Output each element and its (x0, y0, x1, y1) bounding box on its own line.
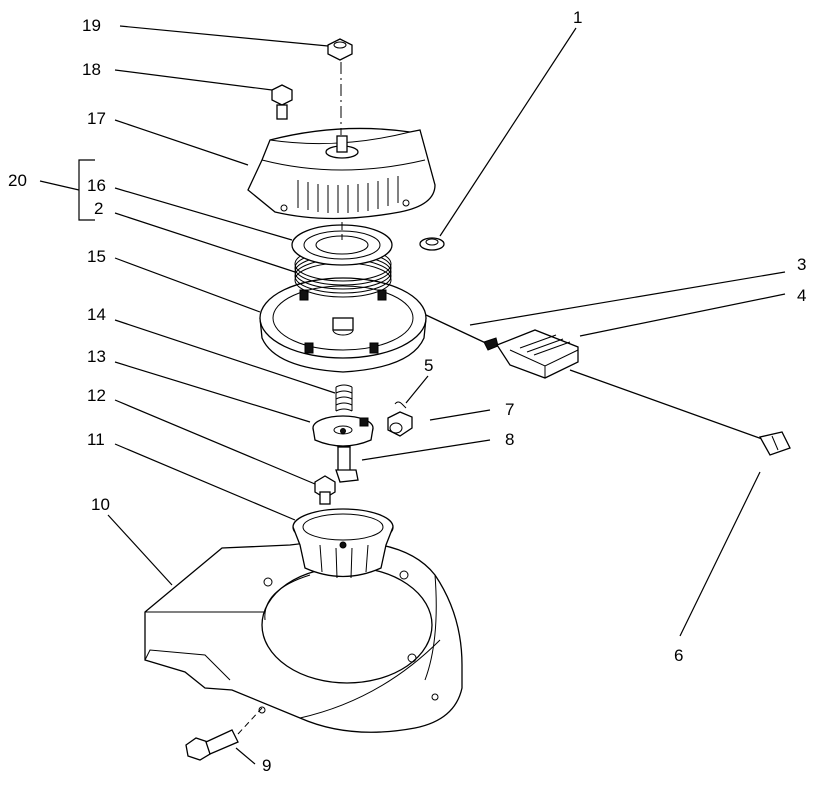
part-reel-15 (259, 277, 427, 373)
leader-4 (579, 293, 786, 337)
leader-6 (679, 471, 761, 637)
leader-17 (114, 119, 249, 166)
leader-9 (235, 747, 256, 765)
callout-9: 9 (262, 756, 271, 775)
leader-16 (114, 187, 293, 241)
callout-11: 11 (87, 430, 105, 449)
part-pawl-7 (387, 411, 413, 437)
callout-12: 12 (87, 386, 106, 405)
leader-14 (114, 319, 336, 394)
callout-19: 19 (82, 16, 101, 35)
part-pin-8 (335, 443, 359, 483)
leader-8 (361, 439, 491, 461)
leader-18 (114, 69, 273, 91)
callout-14: 14 (87, 305, 106, 324)
leader-15 (114, 257, 261, 313)
leader-12 (114, 399, 316, 485)
part-handle-4 (496, 329, 579, 379)
part-cam-13 (312, 415, 374, 447)
leader-10 (107, 514, 173, 586)
callout-labels: 19 18 17 20 16 2 15 14 13 12 11 10 1 3 4… (8, 8, 806, 775)
callout-20: 20 (8, 171, 27, 190)
callout-17: 17 (87, 109, 106, 128)
leader-1 (439, 27, 577, 237)
leader-7 (429, 409, 491, 421)
callout-15: 15 (87, 247, 106, 266)
part-nut-19 (327, 38, 353, 61)
bracket-20 (39, 159, 95, 221)
callout-3: 3 (797, 255, 806, 274)
part-rope-3 (425, 314, 766, 441)
part-washer-1 (419, 237, 445, 251)
callout-5: 5 (424, 356, 433, 375)
leader-19 (119, 25, 329, 47)
part-pulley-cup (292, 508, 394, 579)
callout-13: 13 (87, 347, 106, 366)
leader-5 (405, 375, 429, 404)
part-spring-14 (335, 384, 353, 412)
callout-8: 8 (505, 430, 514, 449)
assembly-axis (340, 62, 343, 240)
callout-4: 4 (797, 286, 806, 305)
leader-13 (114, 361, 311, 423)
callout-1: 1 (573, 8, 582, 27)
part-bolt-9 (185, 707, 263, 761)
part-housing (144, 540, 463, 733)
part-rope-clip-6 (759, 431, 791, 456)
callout-10: 10 (91, 495, 110, 514)
callout-2: 2 (94, 199, 103, 218)
part-spring-5 (394, 401, 407, 409)
leader-3 (469, 271, 786, 326)
leader-lines (107, 25, 786, 765)
callout-6: 6 (674, 646, 683, 665)
part-spring-cover-16 (291, 224, 393, 266)
part-starter-cover-17 (247, 127, 436, 220)
part-bolt-12 (314, 475, 336, 505)
leader-11 (114, 443, 296, 521)
callout-16: 16 (87, 176, 106, 195)
leader-2 (114, 212, 296, 273)
callout-7: 7 (505, 400, 514, 419)
callout-18: 18 (82, 60, 101, 79)
part-screw-18 (271, 84, 293, 120)
